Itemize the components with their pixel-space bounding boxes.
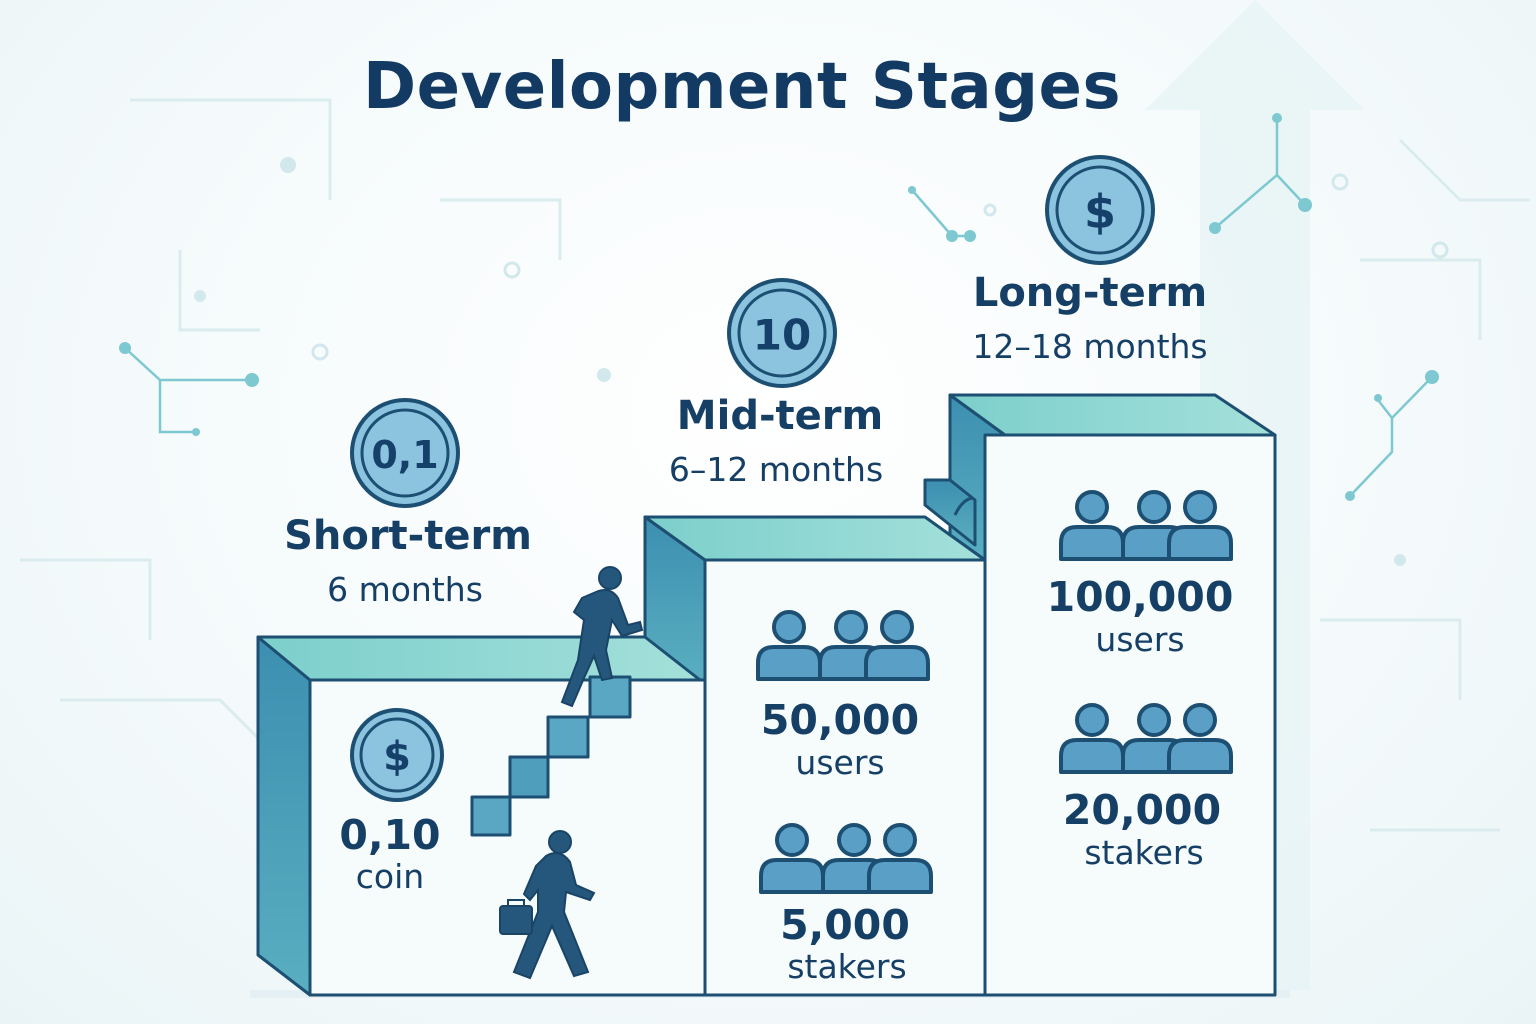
stage-duration-short-term: 6 months bbox=[327, 570, 483, 609]
metric-unit-mid-stakers: stakers bbox=[787, 947, 907, 986]
small-staircase bbox=[470, 675, 632, 837]
badge-label-short-term: 0,1 bbox=[371, 433, 439, 477]
block-mid-term bbox=[643, 478, 987, 997]
metric-value-long-stakers: 20,000 bbox=[1062, 786, 1222, 834]
badge-label-mid-term: 10 bbox=[752, 310, 812, 360]
climbing-person-icon bbox=[560, 566, 644, 708]
badge-coin-mid-term bbox=[727, 278, 837, 388]
stage-name-short-term: Short-term bbox=[284, 513, 532, 559]
page-title: Development Stages bbox=[362, 50, 1122, 124]
users-group-icon bbox=[1061, 492, 1231, 559]
stage-name-mid-term: Mid-term bbox=[676, 393, 884, 439]
metric-unit-coin: coin bbox=[355, 857, 425, 896]
network-left bbox=[124, 347, 252, 434]
metric-value-mid-users: 50,000 bbox=[760, 696, 920, 744]
badge-label-long-term: $ bbox=[1083, 185, 1117, 239]
metric-unit-mid-users: users bbox=[795, 743, 885, 782]
circuit-lines bbox=[20, 98, 1530, 832]
briefcase-icon bbox=[499, 905, 533, 935]
metric-value-coin: 0,10 bbox=[339, 811, 441, 859]
walking-person-icon bbox=[499, 830, 596, 980]
metric-value-long-users: 100,000 bbox=[1046, 573, 1234, 621]
dollar-symbol: $ bbox=[383, 734, 411, 780]
network-right bbox=[1349, 376, 1433, 497]
users-group-icon bbox=[1061, 705, 1231, 772]
stage-duration-mid-term: 6–12 months bbox=[668, 450, 884, 489]
users-group-icon bbox=[761, 825, 931, 892]
users-group-icon bbox=[758, 612, 928, 679]
dollar-coin-icon bbox=[350, 708, 444, 802]
stage-name-long-term: Long-term bbox=[972, 270, 1208, 316]
badge-coin-long-term bbox=[1045, 155, 1155, 265]
badge-coin-short-term bbox=[350, 398, 460, 508]
metric-unit-long-stakers: stakers bbox=[1084, 833, 1204, 872]
metric-value-mid-stakers: 5,000 bbox=[780, 901, 910, 949]
metric-unit-long-users: users bbox=[1095, 620, 1185, 659]
stage-duration-long-term: 12–18 months bbox=[972, 327, 1208, 366]
